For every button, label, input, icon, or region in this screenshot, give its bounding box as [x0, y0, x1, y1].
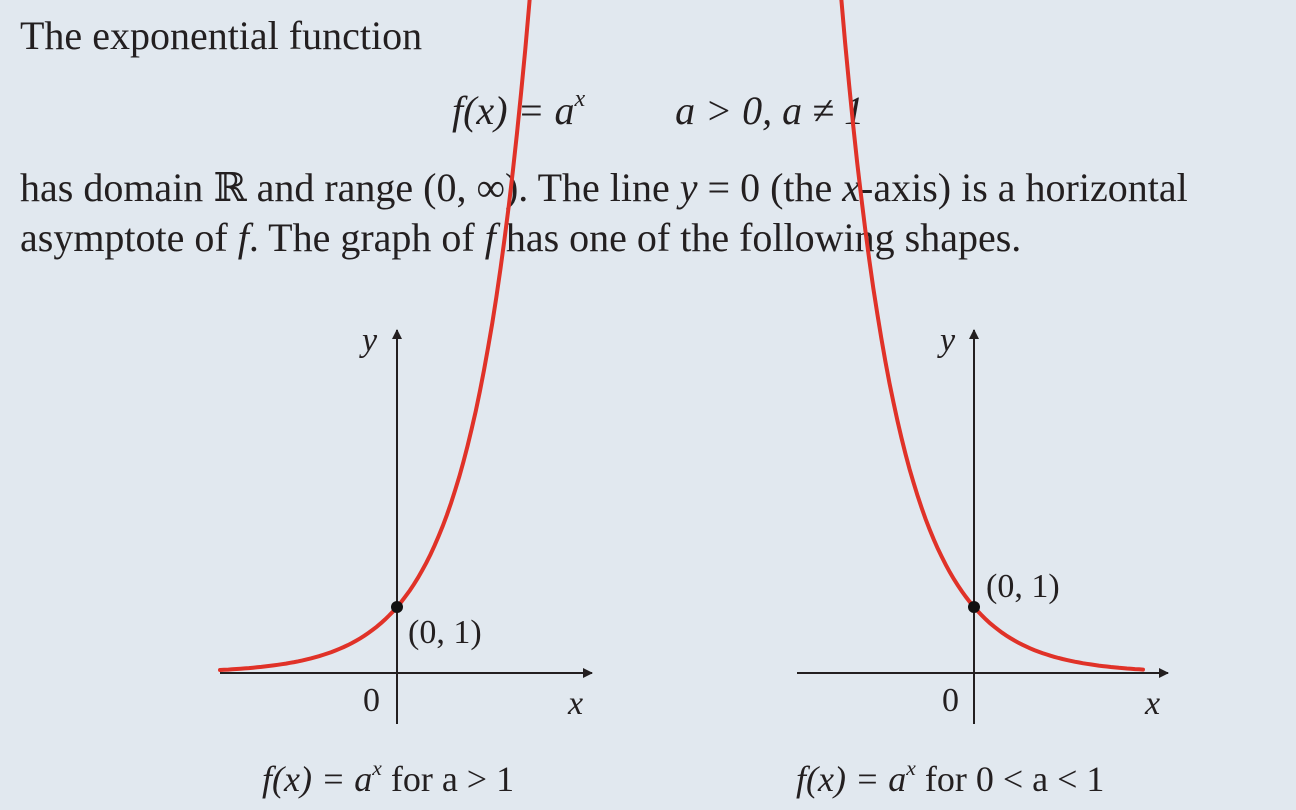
caption-rhs: for 0 < a < 1 [915, 759, 1105, 799]
reals-symbol: ℝ [213, 165, 247, 210]
x-axis-label: x [1144, 685, 1160, 722]
domain-range-paragraph: has domain ℝ and range (0, ∞). The line … [20, 163, 1290, 263]
point-label: (0, 1) [408, 614, 482, 651]
para-y-var: y [679, 165, 698, 210]
caption-rhs: for a > 1 [381, 759, 515, 799]
para-f-var: f [237, 215, 249, 260]
point-label: (0, 1) [986, 568, 1060, 605]
y-axis-label: y [937, 322, 956, 359]
caption-decay: f(x) = ax for 0 < a < 1 [796, 757, 1104, 801]
origin-label: 0 [363, 682, 380, 719]
para-part6: has one of the following shapes. [495, 215, 1022, 260]
definition-formula: f(x) = ax a > 0, a ≠ 1 [452, 87, 864, 135]
graph-growth: y x 0 (0, 1) [218, 0, 593, 724]
y-axis-label: y [359, 322, 378, 359]
intro-text: The exponential function [20, 13, 423, 58]
x-axis-label: x [567, 685, 583, 722]
para-part2: and range (0, ∞). The line [246, 165, 680, 210]
caption-lhs: f(x) = a [796, 759, 907, 799]
point-0-1 [391, 601, 403, 613]
para-part3: = 0 (the [697, 165, 843, 210]
graph-decay: y x 0 (0, 1) [797, 0, 1169, 724]
para-x-var: x [842, 165, 861, 210]
growth-curve [218, 0, 532, 672]
caption-exponent: x [906, 755, 916, 780]
decay-curve [839, 0, 1145, 672]
origin-label: 0 [942, 682, 959, 719]
para-part1: has domain [20, 165, 214, 210]
formula-exponent: x [574, 86, 586, 112]
caption-lhs: f(x) = a [262, 759, 373, 799]
caption-growth: f(x) = ax for a > 1 [262, 757, 514, 801]
para-f-var-2: f [484, 215, 496, 260]
formula-lhs: f(x) = a [452, 88, 575, 133]
caption-exponent: x [372, 755, 382, 780]
formula-condition: a > 0, a ≠ 1 [675, 88, 865, 133]
point-0-1 [968, 601, 980, 613]
para-part5: . The graph of [248, 215, 485, 260]
para-part4: -axis) is a horizontal asymptote of [20, 165, 1188, 260]
